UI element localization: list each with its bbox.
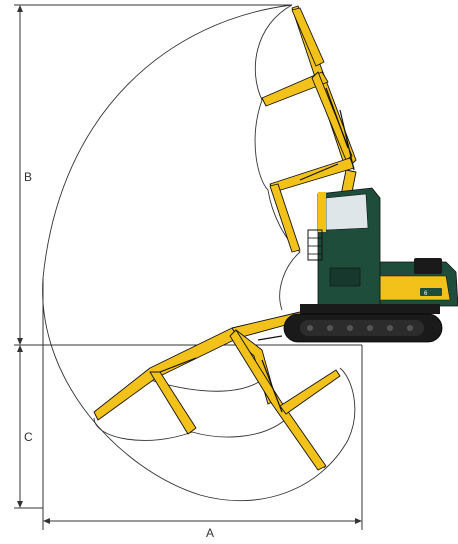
exhaust-stack — [414, 258, 442, 274]
model-badge — [420, 288, 442, 296]
dimension-label-b: B — [24, 170, 33, 184]
hydraulic-cylinders-upper — [299, 87, 355, 181]
lower-arm-position-1 — [93, 327, 239, 421]
cab-window — [325, 193, 369, 231]
cab-step — [329, 267, 361, 287]
inner-envelope-upper — [254, 4, 301, 311]
dimension-arrowheads — [17, 5, 362, 524]
hydraulic-cylinders-lower — [159, 335, 283, 413]
upper-bucket-position-3 — [269, 183, 301, 253]
upper-bucket-position-1 — [291, 7, 325, 67]
cab-yellow-frame — [318, 192, 326, 232]
dimension-lines — [14, 4, 363, 530]
upper-stick-position-2 — [311, 71, 353, 161]
model-badge-text: 6 — [424, 291, 428, 297]
lower-bucket-position-3 — [279, 369, 341, 415]
dimension-label-a: A — [206, 526, 215, 540]
lower-bucket-position-1 — [149, 371, 197, 435]
track-inner — [300, 320, 424, 336]
carbody — [300, 304, 440, 314]
upper-arm-position-2 — [261, 71, 329, 107]
excavator-machine: 6 — [283, 187, 458, 343]
track-rollers — [307, 325, 413, 331]
outer-envelope-curve — [42, 4, 356, 502]
cab-guard — [307, 229, 323, 261]
dimension-label-c: C — [24, 430, 33, 444]
